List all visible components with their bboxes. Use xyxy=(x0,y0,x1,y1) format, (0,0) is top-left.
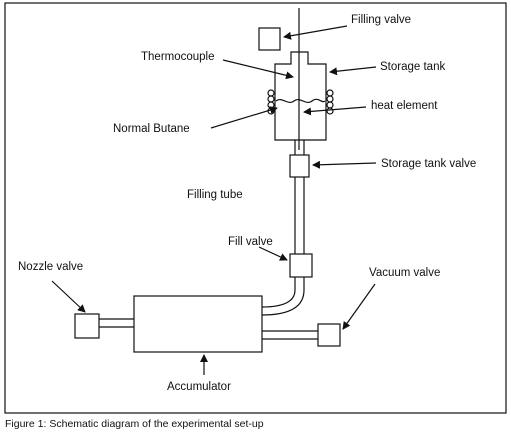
accumulator-box xyxy=(133,295,263,353)
storage-tank-valve-box xyxy=(289,154,310,178)
storage-tank-label: Storage tank xyxy=(380,61,445,73)
fill-valve-label: Fill valve xyxy=(228,236,273,248)
thermocouple-arrow xyxy=(222,59,294,80)
storage-tank-valve-label: Storage tank valve xyxy=(381,158,476,170)
vacuum-valve-arrow xyxy=(342,283,376,330)
vacuum-pipe xyxy=(262,330,318,340)
filling-valve-box xyxy=(258,27,281,51)
filling-tube xyxy=(261,140,305,316)
normal-butane-label: Normal Butane xyxy=(113,123,190,135)
heat-element-arrow xyxy=(303,106,367,116)
storage-tank xyxy=(274,51,327,141)
diagram-frame xyxy=(4,2,507,414)
storage-tank-valve-arrow xyxy=(312,160,377,169)
figure-caption: Figure 1: Schematic diagram of the exper… xyxy=(5,418,264,430)
nozzle-valve-box xyxy=(74,313,100,339)
heat-element-coils-right xyxy=(326,89,334,115)
vacuum-valve-box xyxy=(317,323,341,347)
fill-valve-arrow xyxy=(258,246,288,261)
thermocouple-label: Thermocouple xyxy=(141,51,215,63)
heat-element-label: heat element xyxy=(371,100,438,112)
nozzle-valve-label: Nozzle valve xyxy=(18,261,83,273)
normal-butane-surface xyxy=(275,98,326,104)
filling-valve-label: Filling valve xyxy=(351,14,411,26)
vacuum-valve-label: Vacuum valve xyxy=(369,267,440,279)
filling-tube-label: Filling tube xyxy=(187,189,243,201)
nozzle-valve-arrow xyxy=(51,280,86,313)
storage-tank-arrow xyxy=(329,66,377,76)
normal-butane-arrow xyxy=(210,106,278,129)
nozzle-pipe xyxy=(99,318,134,328)
filling-valve-arrow xyxy=(283,25,348,40)
accumulator-label: Accumulator xyxy=(167,381,231,393)
fill-valve-box xyxy=(289,253,313,278)
